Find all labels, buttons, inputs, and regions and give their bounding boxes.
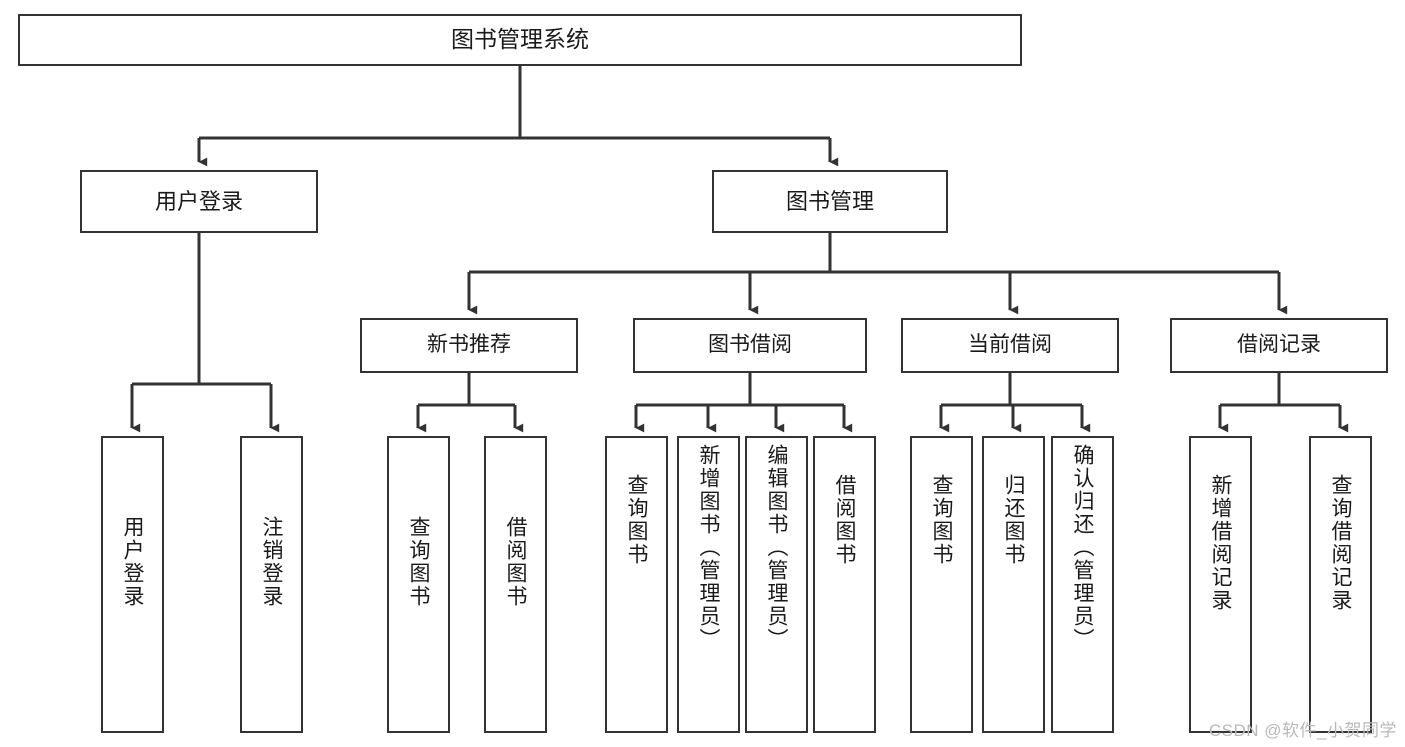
node-new-book-recommend[interactable]: 新书推荐 [360, 318, 578, 373]
leaf-query-book-current[interactable]: 查询图书 [910, 436, 973, 733]
leaf-confirm-return-admin[interactable]: 确认归还（管理员） [1051, 436, 1114, 733]
leaf-query-book-recommend-label: 查询图书 [407, 516, 430, 608]
watermark: CSDN @软件_小贺同学 [1208, 721, 1397, 740]
node-book-manage[interactable]: 图书管理 [712, 170, 948, 233]
leaf-add-book-admin[interactable]: 新增图书（管理员） [677, 436, 740, 733]
node-user-login-label: 用户登录 [154, 188, 243, 214]
leaf-query-borrow-record[interactable]: 查询借阅记录 [1309, 436, 1372, 733]
leaf-query-book-borrow-label: 查询图书 [625, 474, 648, 566]
leaf-query-borrow-record-label: 查询借阅记录 [1329, 474, 1352, 612]
node-user-login[interactable]: 用户登录 [80, 170, 318, 233]
leaf-query-book-current-label: 查询图书 [930, 474, 953, 566]
leaf-query-book-recommend[interactable]: 查询图书 [387, 436, 450, 733]
leaf-return-book[interactable]: 归还图书 [982, 436, 1045, 733]
leaf-user-login[interactable]: 用户登录 [101, 436, 164, 733]
leaf-borrow-book-recommend[interactable]: 借阅图书 [484, 436, 547, 733]
leaf-edit-book-admin-label: 编辑图书（管理员） [765, 444, 788, 651]
leaf-borrow-book[interactable]: 借阅图书 [813, 436, 876, 733]
leaf-logout-login[interactable]: 注销登录 [240, 436, 303, 733]
leaf-add-book-admin-label: 新增图书（管理员） [697, 444, 720, 651]
leaf-user-login-label: 用户登录 [121, 516, 144, 608]
node-current-borrow-label: 当前借阅 [968, 333, 1052, 357]
leaf-return-book-label: 归还图书 [1002, 474, 1025, 566]
node-book-manage-label: 图书管理 [785, 188, 874, 214]
leaf-confirm-return-admin-label: 确认归还（管理员） [1071, 444, 1094, 651]
node-borrow-record-label: 借阅记录 [1237, 333, 1321, 357]
leaf-add-borrow-record-label: 新增借阅记录 [1209, 474, 1232, 612]
leaf-borrow-book-recommend-label: 借阅图书 [504, 516, 527, 608]
node-root-label: 图书管理系统 [451, 26, 589, 53]
node-book-borrow-label: 图书借阅 [708, 333, 792, 357]
node-borrow-record[interactable]: 借阅记录 [1170, 318, 1388, 373]
node-root[interactable]: 图书管理系统 [18, 14, 1022, 66]
node-new-book-recommend-label: 新书推荐 [427, 333, 511, 357]
leaf-borrow-book-label: 借阅图书 [833, 474, 856, 566]
leaf-logout-login-label: 注销登录 [260, 516, 283, 608]
leaf-query-book-borrow[interactable]: 查询图书 [605, 436, 668, 733]
leaf-add-borrow-record[interactable]: 新增借阅记录 [1189, 436, 1252, 733]
leaf-edit-book-admin[interactable]: 编辑图书（管理员） [745, 436, 808, 733]
node-book-borrow[interactable]: 图书借阅 [633, 318, 867, 373]
node-current-borrow[interactable]: 当前借阅 [901, 318, 1119, 373]
